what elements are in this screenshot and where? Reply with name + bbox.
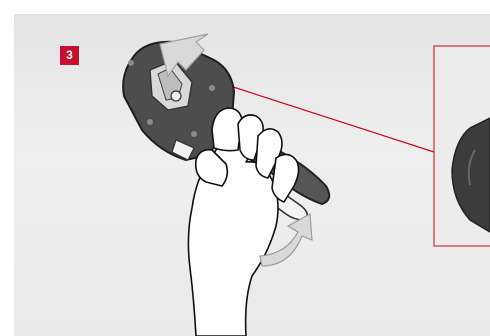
detail-callout <box>434 46 490 246</box>
step-number-badge: 3 <box>60 46 79 65</box>
